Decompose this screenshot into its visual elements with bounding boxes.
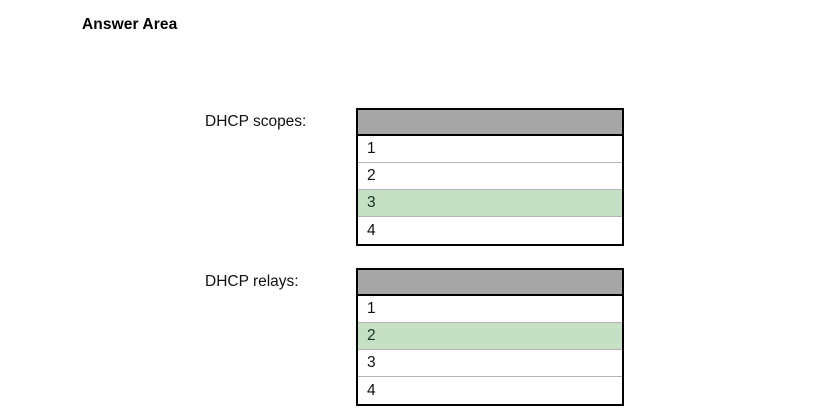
choice-label: 4 xyxy=(367,381,376,399)
answer-group-label-dhcp-relays: DHCP relays: xyxy=(205,273,299,290)
choice-table-dhcp-scopes: 1 2 3 4 xyxy=(356,108,624,246)
answer-group-dhcp-relays: DHCP relays: 1 2 3 4 xyxy=(205,268,624,406)
choice-label: 1 xyxy=(367,140,376,158)
choice-row[interactable]: 2 xyxy=(358,163,622,190)
choice-label: 2 xyxy=(367,167,376,185)
answer-group-dhcp-scopes: DHCP scopes: 1 2 3 4 xyxy=(205,108,624,246)
choice-label: 2 xyxy=(367,327,376,345)
choice-label: 1 xyxy=(367,300,376,318)
choice-table-header-dhcp-relays[interactable] xyxy=(358,270,622,296)
choice-table-dhcp-relays: 1 2 3 4 xyxy=(356,268,624,406)
choice-row[interactable]: 4 xyxy=(358,217,622,244)
choice-label: 3 xyxy=(367,354,376,372)
page-title: Answer Area xyxy=(82,16,178,33)
choice-row[interactable]: 3 xyxy=(358,350,622,377)
choice-row[interactable]: 1 xyxy=(358,136,622,163)
choice-label: 3 xyxy=(367,194,376,212)
choice-row-selected[interactable]: 3 xyxy=(358,190,622,217)
choice-label: 4 xyxy=(367,221,376,239)
choice-row-selected[interactable]: 2 xyxy=(358,323,622,350)
answer-group-label-dhcp-scopes: DHCP scopes: xyxy=(205,113,307,130)
choice-row[interactable]: 4 xyxy=(358,377,622,404)
choice-table-header-dhcp-scopes[interactable] xyxy=(358,110,622,136)
choice-row[interactable]: 1 xyxy=(358,296,622,323)
